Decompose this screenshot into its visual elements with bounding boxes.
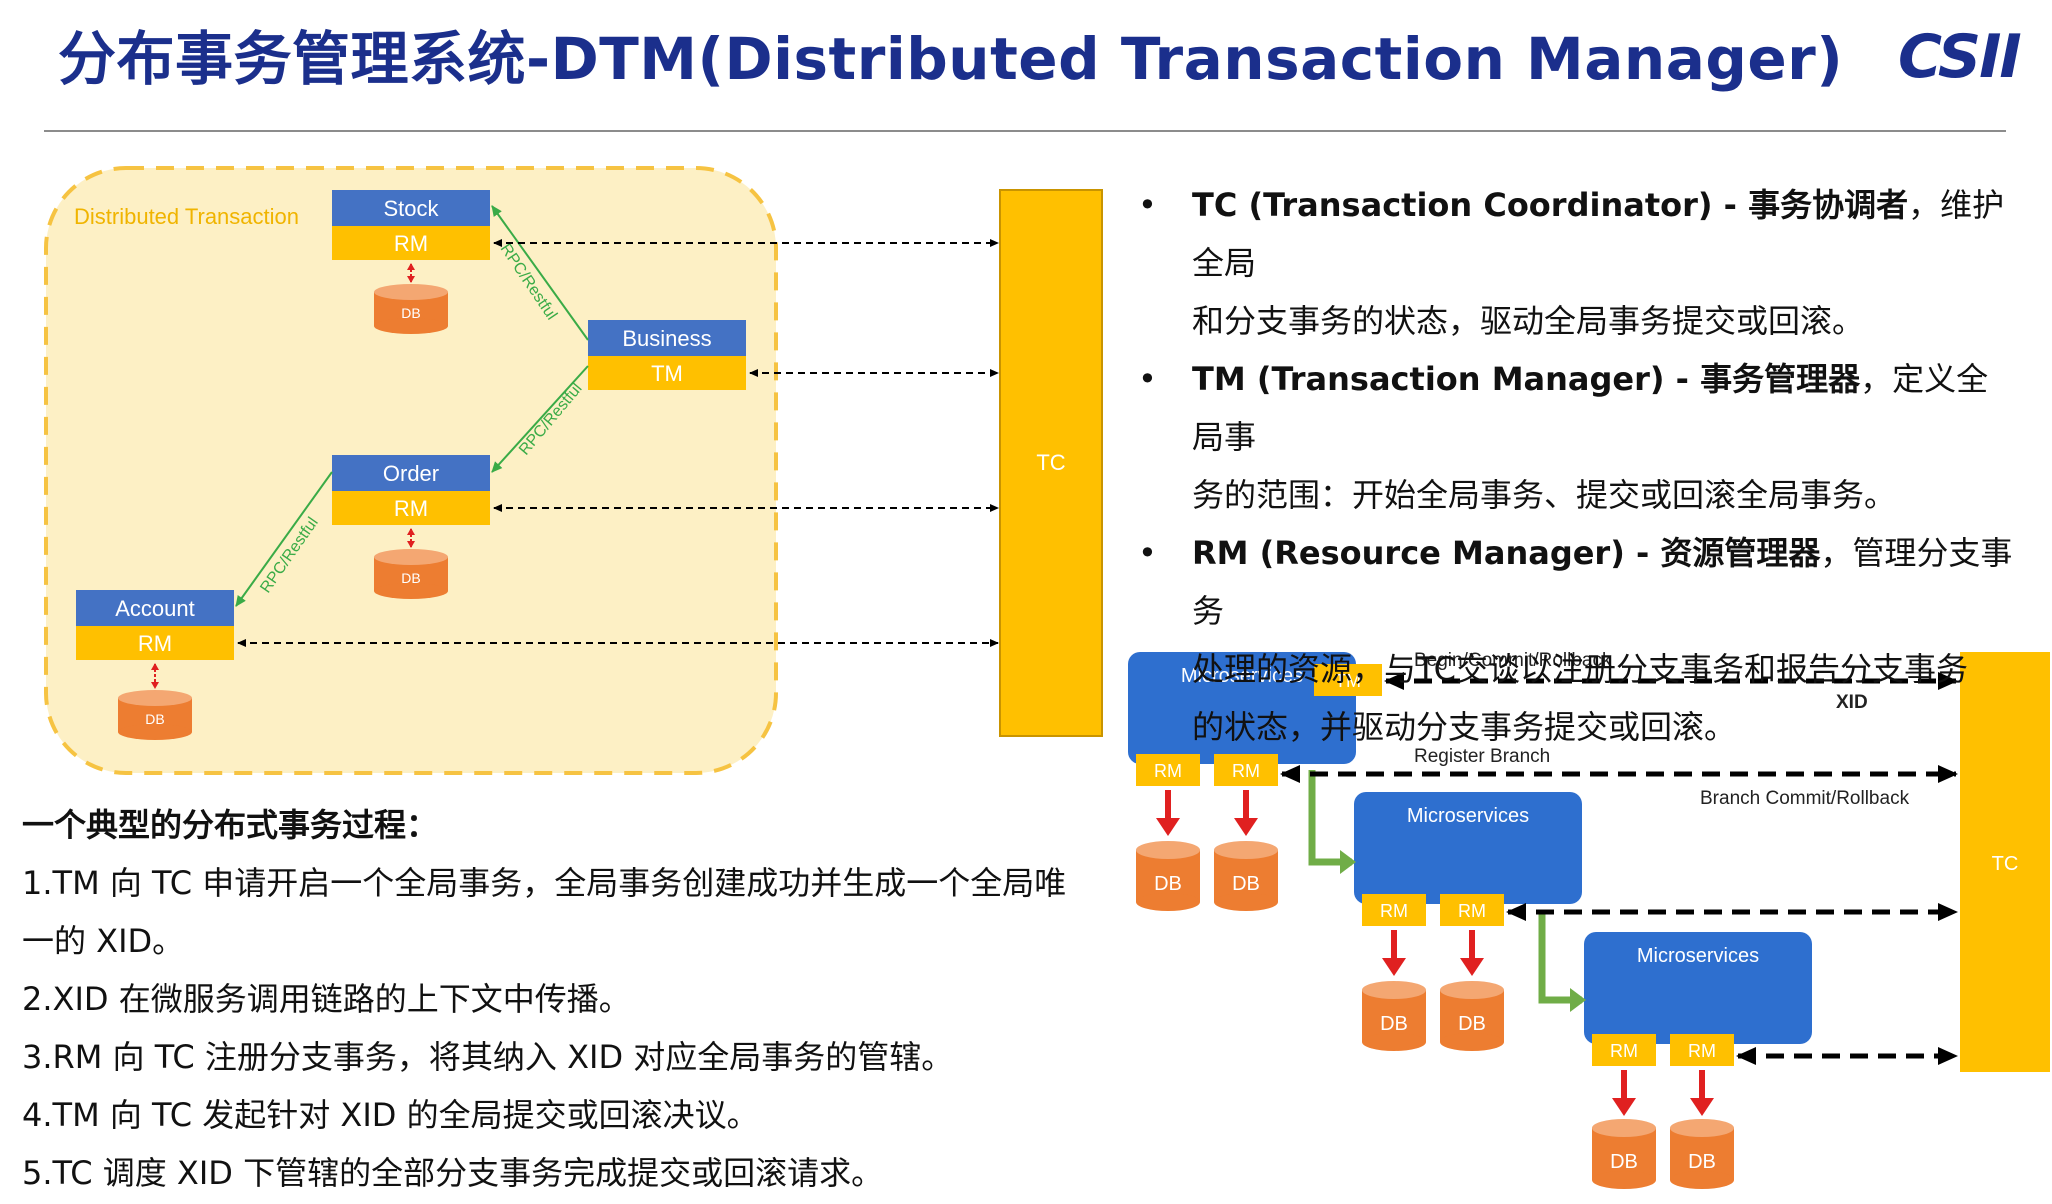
db-label-order: DB bbox=[401, 570, 420, 586]
rpc-arrow-order-account bbox=[235, 471, 333, 607]
red-down-arrows bbox=[1156, 790, 1714, 1116]
db-label-stock: DB bbox=[401, 305, 420, 321]
bullet-tc-text1: ，维护全局 bbox=[1192, 186, 2005, 282]
csii-logo: CSII bbox=[1898, 22, 2022, 92]
account-role: RM bbox=[138, 631, 172, 656]
db-right-1a: DB bbox=[1136, 841, 1200, 911]
db-right-2b: DB bbox=[1440, 981, 1504, 1051]
order-service: Order RM bbox=[332, 455, 490, 525]
rpc-arrow-business-order bbox=[491, 365, 589, 473]
bullet-tc-key: TC (Transaction Coordinator) - 事务协调者 bbox=[1192, 186, 1909, 224]
db-right-3a-label: DB bbox=[1610, 1151, 1638, 1173]
begin-commit-rollback-label: Begin/Commit/Rollback bbox=[1414, 650, 1612, 671]
process-step-2: 2.XID 在微服务调用链路的上下文中传播。 bbox=[22, 980, 631, 1018]
title-divider bbox=[44, 130, 2006, 132]
flow-arrow-2-3 bbox=[1538, 910, 1582, 1004]
microservices-1-rm-b: RM bbox=[1232, 761, 1260, 781]
microservices-1-label: Microservices bbox=[1181, 665, 1303, 687]
xid-label: XID bbox=[1836, 692, 1868, 713]
microservices-3: Microservices RM RM bbox=[1584, 932, 1812, 1066]
branch-commit-rollback-label: Branch Commit/Rollback bbox=[1700, 788, 1910, 809]
order-role: RM bbox=[394, 496, 428, 521]
microservices-3-label: Microservices bbox=[1637, 945, 1759, 967]
order-name: Order bbox=[383, 461, 439, 486]
microservices-2-rm-a: RM bbox=[1380, 901, 1408, 921]
db-cylinder-stock: DB bbox=[374, 284, 448, 334]
tc-bar-label: TC bbox=[1036, 450, 1065, 475]
tc-bar-right bbox=[1960, 652, 2050, 1072]
region-label: Distributed Transaction bbox=[74, 204, 299, 229]
account-name: Account bbox=[115, 596, 195, 621]
flow-arrow-1-2 bbox=[1308, 770, 1352, 866]
bullet-tm: • TM (Transaction Manager) - 事务管理器，定义全局事… bbox=[1138, 360, 1989, 514]
process-step-5: 5.TC 调度 XID 下管辖的全部分支事务完成提交或回滚请求。 bbox=[22, 1154, 884, 1192]
db-label-account: DB bbox=[145, 711, 164, 727]
role-descriptions: • TC (Transaction Coordinator) - 事务协调者，维… bbox=[1138, 176, 2018, 756]
transaction-process: 一个典型的分布式事务过程： 1.TM 向 TC 申请开启一个全局事务，全局事务创… bbox=[22, 796, 1112, 1202]
stock-name: Stock bbox=[383, 196, 439, 221]
db-right-1b-label: DB bbox=[1232, 873, 1260, 895]
db-right-2b-label: DB bbox=[1458, 1013, 1486, 1035]
microservices-3-rm-a: RM bbox=[1610, 1041, 1638, 1061]
db-cylinder-order: DB bbox=[374, 549, 448, 599]
db-right-1a-label: DB bbox=[1154, 873, 1182, 895]
account-service: Account RM bbox=[76, 590, 234, 660]
business-service: Business TM bbox=[588, 320, 746, 390]
tc-bar-right-label: TC bbox=[1992, 853, 2019, 875]
bullet-tc: • TC (Transaction Coordinator) - 事务协调者，维… bbox=[1138, 186, 2005, 340]
db-cylinder-account: DB bbox=[118, 690, 192, 740]
db-right-3b-label: DB bbox=[1688, 1151, 1716, 1173]
register-branch-label: Register Branch bbox=[1414, 746, 1550, 767]
process-step-1: 1.TM 向 TC 申请开启一个全局事务，全局事务创建成功并生成一个全局唯 bbox=[22, 864, 1067, 902]
rpc-arrow-business-stock bbox=[491, 205, 589, 341]
bullet-rm: • RM (Resource Manager) - 资源管理器，管理分支事务 处… bbox=[1138, 534, 2013, 746]
db-right-2a: DB bbox=[1362, 981, 1426, 1051]
microservices-3-rm-b: RM bbox=[1688, 1041, 1716, 1061]
tc-bar bbox=[999, 189, 1103, 737]
db-right-3b: DB bbox=[1670, 1119, 1734, 1189]
microservices-1-tm: TM bbox=[1335, 671, 1361, 691]
process-heading: 一个典型的分布式事务过程： bbox=[22, 806, 439, 844]
business-role: TM bbox=[651, 361, 683, 386]
bullet-tc-text2: 和分支事务的状态，驱动全局事务提交或回滚。 bbox=[1192, 302, 1865, 340]
bullet-rm-text3: 的状态，并驱动分支事务提交或回滚。 bbox=[1192, 708, 1737, 746]
microservices-2-rm-b: RM bbox=[1458, 901, 1486, 921]
db-right-2a-label: DB bbox=[1380, 1013, 1408, 1035]
process-step-1-cont: 一的 XID。 bbox=[22, 922, 185, 960]
microservices-1: Microservices TM RM RM bbox=[1128, 652, 1382, 786]
stock-role: RM bbox=[394, 231, 428, 256]
process-step-3: 3.RM 向 TC 注册分支事务，将其纳入 XID 对应全局事务的管辖。 bbox=[22, 1038, 954, 1076]
bullet-rm-text2: 处理的资源，与TC交谈以注册分支事务和报告分支事务 bbox=[1192, 650, 1969, 688]
bullet-tm-text1: ，定义全局事 bbox=[1192, 360, 1989, 456]
microservices-2: Microservices RM RM bbox=[1354, 792, 1582, 926]
stock-service: Stock RM bbox=[332, 190, 490, 260]
process-step-4: 4.TM 向 TC 发起针对 XID 的全局提交或回滚决议。 bbox=[22, 1096, 759, 1134]
bullet-rm-text1: ，管理分支事务 bbox=[1192, 534, 2013, 630]
microservices-2-label: Microservices bbox=[1407, 805, 1529, 827]
db-right-1b: DB bbox=[1214, 841, 1278, 911]
bullet-tm-text2: 务的范围：开始全局事务、提交或回滚全局事务。 bbox=[1192, 476, 1897, 514]
page-title: 分布事务管理系统-DTM(Distributed Transaction Man… bbox=[58, 25, 1844, 93]
microservices-1-rm-a: RM bbox=[1154, 761, 1182, 781]
bullet-rm-key: RM (Resource Manager) - 资源管理器 bbox=[1192, 534, 1821, 572]
db-right-3a: DB bbox=[1592, 1119, 1656, 1189]
bullet-tm-key: TM (Transaction Manager) - 事务管理器 bbox=[1192, 360, 1861, 398]
business-name: Business bbox=[622, 326, 711, 351]
